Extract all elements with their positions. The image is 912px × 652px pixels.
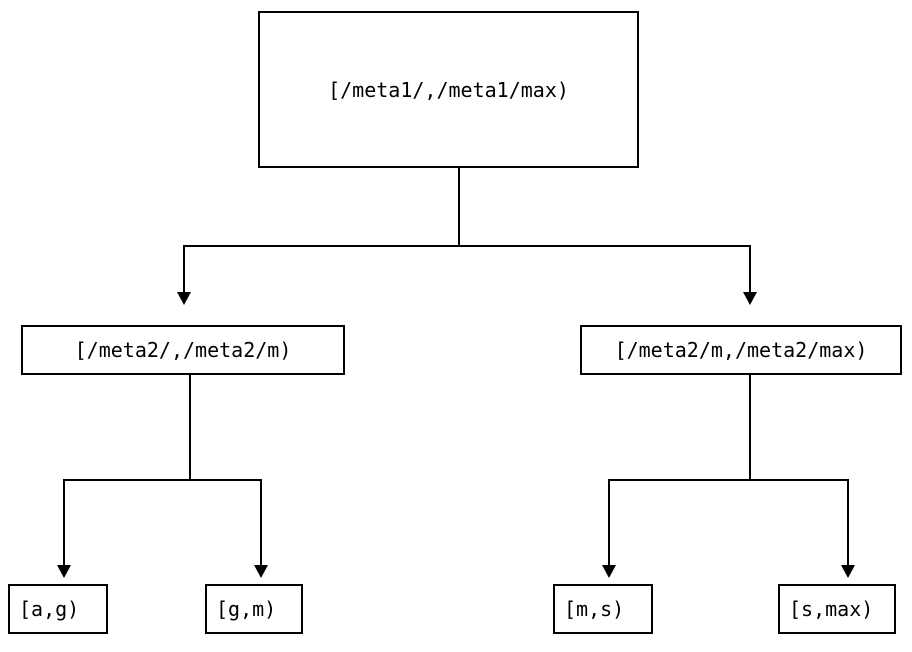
arrowhead-root-to-mid-left-icon — [177, 292, 191, 305]
arrowhead-root-to-mid-right-icon — [743, 292, 757, 305]
node-mid-left[interactable]: [/meta2/,/meta2/m) — [21, 325, 345, 375]
edge-root-to-mid-left — [183, 245, 185, 292]
node-leaf-3[interactable]: [m,s) — [553, 584, 653, 634]
arrowhead-mid-right-to-leaf-3-icon — [602, 565, 616, 578]
node-leaf-4-label: [s,max) — [789, 597, 874, 621]
node-root[interactable]: [/meta1/,/meta1/max) — [258, 11, 639, 168]
node-leaf-2[interactable]: [g,m) — [205, 584, 303, 634]
edge-level1-bus — [183, 245, 751, 247]
node-leaf-4[interactable]: [s,max) — [778, 584, 896, 634]
edge-mid-left-to-leaf-2 — [260, 479, 262, 565]
node-leaf-2-label: [g,m) — [216, 597, 277, 621]
edge-mid-right-stem — [749, 375, 751, 481]
node-root-label: [/meta1/,/meta1/max) — [328, 77, 569, 102]
node-mid-right-label: [/meta2/m,/meta2/max) — [614, 338, 868, 362]
edge-left-subtree-bus — [63, 479, 262, 481]
node-leaf-3-label: [m,s) — [564, 597, 625, 621]
edge-right-subtree-bus — [608, 479, 849, 481]
edge-mid-left-stem — [189, 375, 191, 481]
edge-root-stem — [458, 168, 460, 247]
arrowhead-mid-right-to-leaf-4-icon — [841, 565, 855, 578]
node-mid-left-label: [/meta2/,/meta2/m) — [74, 338, 292, 362]
edge-mid-right-to-leaf-4 — [847, 479, 849, 565]
node-leaf-1-label: [a,g) — [19, 597, 80, 621]
node-leaf-1[interactable]: [a,g) — [8, 584, 108, 634]
edge-root-to-mid-right — [749, 245, 751, 292]
arrowhead-mid-left-to-leaf-1-icon — [57, 565, 71, 578]
node-mid-right[interactable]: [/meta2/m,/meta2/max) — [580, 325, 902, 375]
arrowhead-mid-left-to-leaf-2-icon — [254, 565, 268, 578]
edge-mid-left-to-leaf-1 — [63, 479, 65, 565]
edge-mid-right-to-leaf-3 — [608, 479, 610, 565]
